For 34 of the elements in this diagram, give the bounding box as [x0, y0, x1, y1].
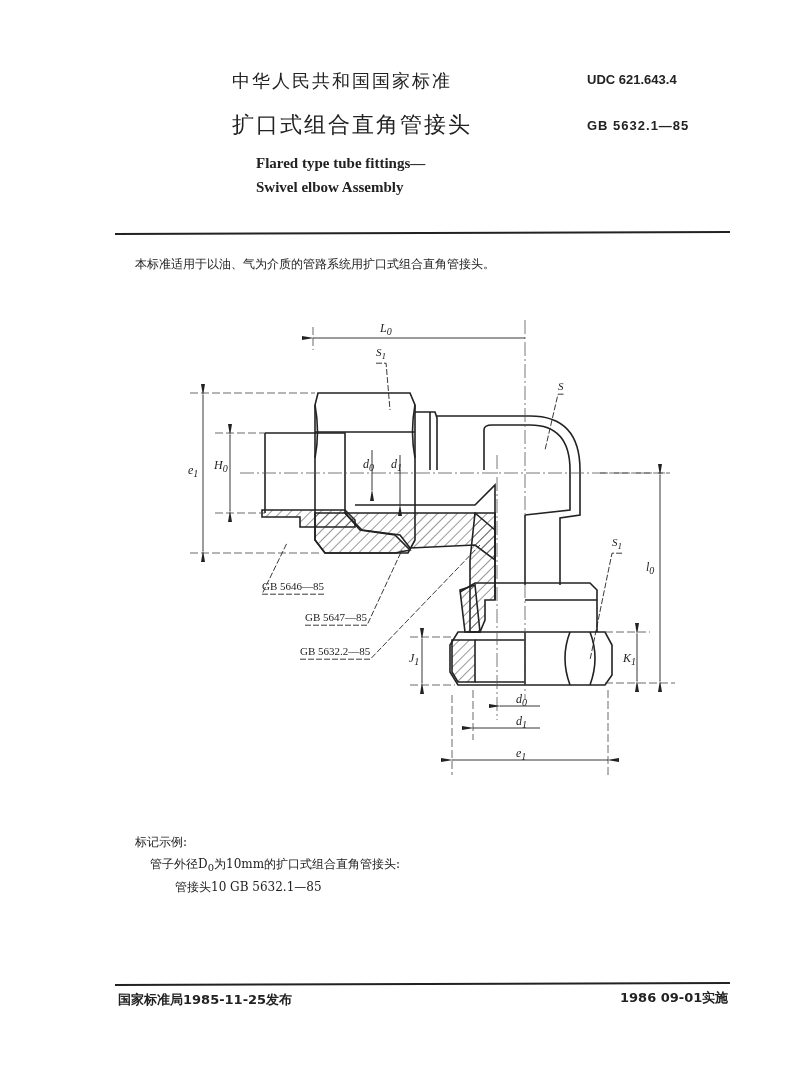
effective-date: 1986 09-01实施: [620, 990, 729, 1006]
part-label: S: [558, 380, 564, 394]
standard-reference-label: GB 5647—85: [305, 611, 368, 625]
english-title: Flared type tube fittings— Swivel elbow Assembly: [256, 154, 427, 197]
dimension-label: d$_{0}$: [363, 457, 374, 475]
example-text: 管子外径D$_{0}$为10mm的扩口式组合直角管接头:: [150, 857, 401, 875]
standard-reference-label: GB 5646—85: [262, 580, 325, 594]
dimension-label: l$_{0}$: [646, 560, 655, 578]
scope-text: 本标准适用于以油、气为介质的管路系统用扩口式组合直角管接头。: [135, 257, 495, 272]
dimension-label: d$_{0}$: [516, 692, 527, 710]
standard-reference-label: GB 5632.2—85: [300, 645, 371, 659]
leader-line: [299, 544, 481, 660]
leader-line: [261, 542, 325, 595]
part-label: S$_{1}$: [612, 536, 623, 553]
dimension-label: J$_{1}$: [409, 651, 420, 669]
document-title: 扩口式组合直角管接头: [232, 112, 472, 139]
dimension-label: H$_{0}$: [214, 458, 228, 476]
dimension-label: e$_{1}$: [516, 746, 527, 764]
part-label: S$_{1}$: [376, 346, 387, 363]
dimension-label: e$_{1}$: [188, 463, 199, 481]
designation-example: 管接头10 GB 5632.1—85: [175, 880, 322, 895]
udc-number: UDC 621.643.4: [587, 72, 677, 88]
leader-line: [375, 362, 391, 411]
dimension-label: L$_{0}$: [380, 321, 392, 339]
example-heading: 标记示例:: [135, 835, 188, 850]
dimension-label: d$_{1}$: [391, 457, 402, 475]
dimension-label: K$_{1}$: [623, 651, 636, 669]
publisher-heading: 中华人民共和国国家标准: [232, 70, 452, 92]
issue-date: 国家标准局1985-11-25发布: [118, 992, 293, 1008]
leader-line: [544, 393, 564, 451]
dimension-label: d$_{1}$: [516, 714, 527, 732]
leader-line: [589, 552, 623, 661]
leader-line: [304, 549, 403, 626]
standard-number: GB 5632.1—85: [587, 118, 690, 134]
